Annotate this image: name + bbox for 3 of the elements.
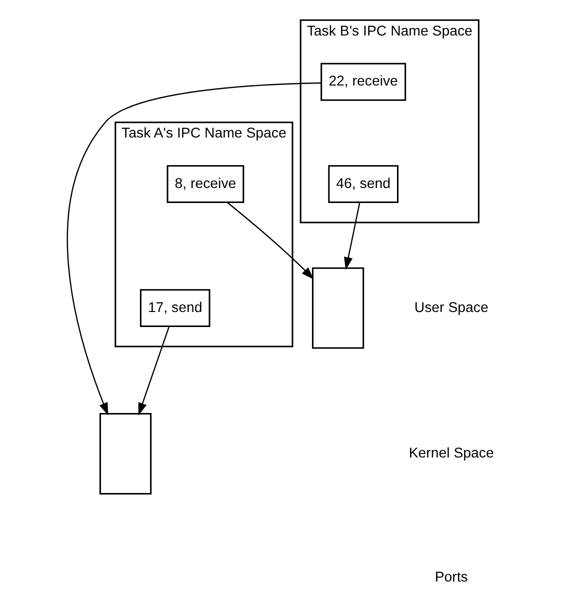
label: Kernel Space [408, 446, 494, 462]
label: Ports [434, 569, 468, 586]
label: User Space [414, 300, 488, 316]
